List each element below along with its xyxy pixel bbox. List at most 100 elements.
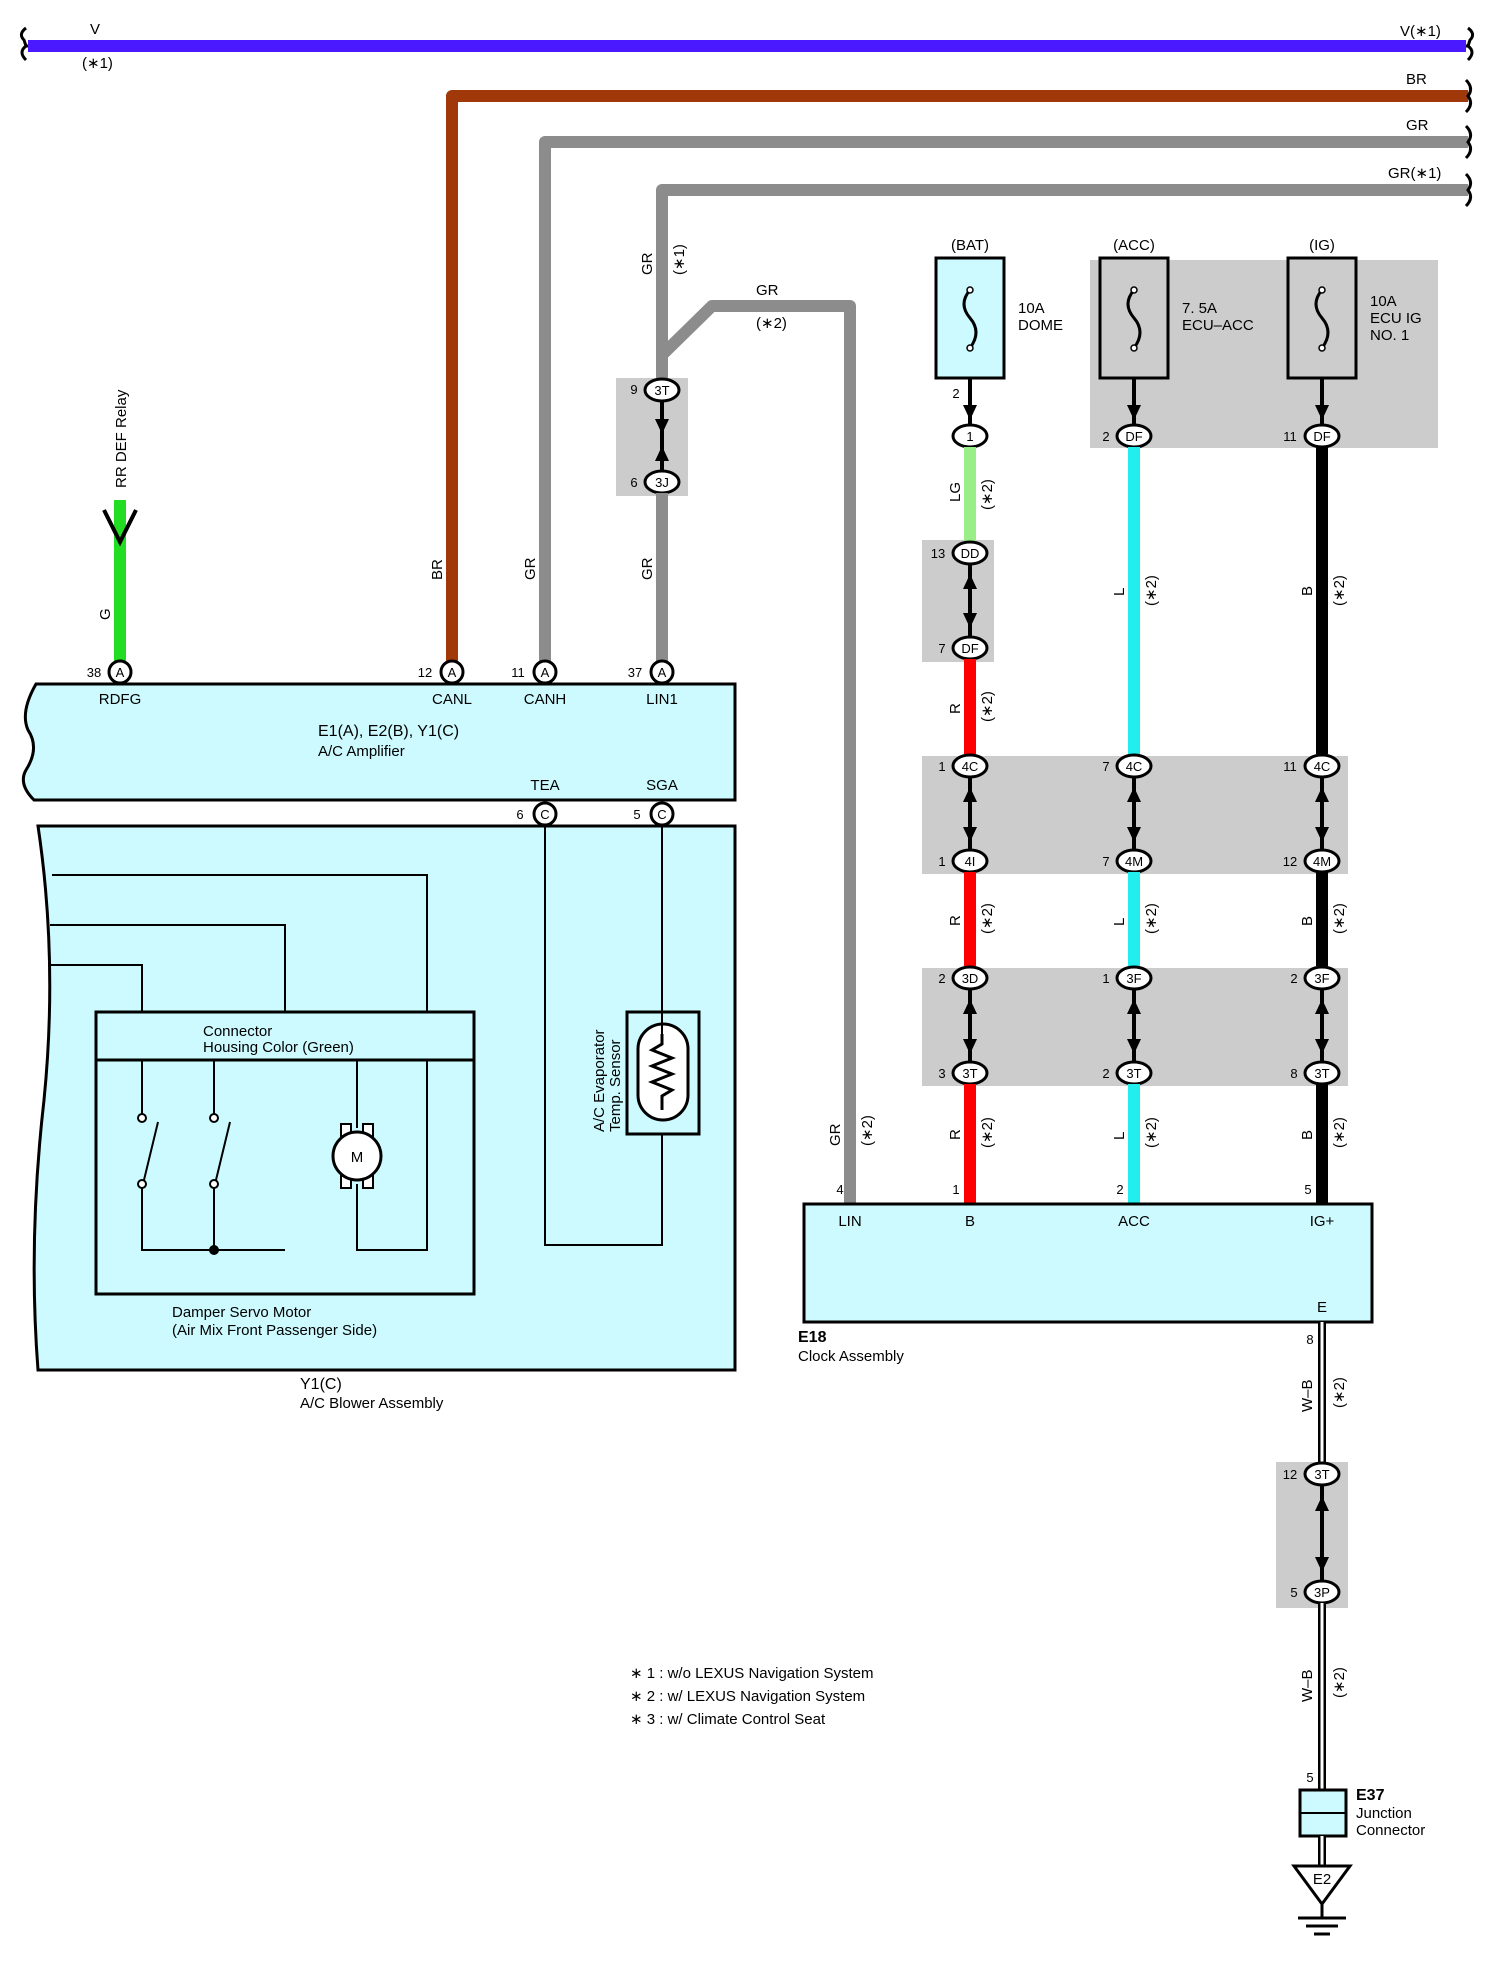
amp-name: A/C Amplifier [318,743,405,760]
label-lin-wire-top: GR [639,252,656,275]
amp-wire-br-label: BR [429,559,446,580]
svg-text:Connector: Connector [1356,1822,1425,1839]
blower-name: A/C Blower Assembly [300,1395,444,1412]
svg-text:5: 5 [1290,1585,1297,1600]
wire-gr-break [1464,124,1473,160]
svg-text:4: 4 [836,1182,843,1197]
amp-pin-rdfg: A 38 RDFG [87,659,142,708]
thermistor-icon [647,1034,677,1110]
svg-text:2: 2 [952,386,959,401]
svg-text:5: 5 [633,807,640,822]
label-v-left: V [90,21,100,38]
svg-text:(∗2): (∗2) [1143,575,1160,606]
label-br: BR [1406,71,1427,88]
svg-text:DF: DF [961,641,978,656]
svg-text:2: 2 [1116,1182,1123,1197]
fuse-acc: (ACC) 7. 5A ECU–ACC [1098,237,1254,380]
svg-text:7. 5A: 7. 5A [1182,300,1217,317]
svg-text:(∗2): (∗2) [1331,575,1348,606]
svg-text:(∗2): (∗2) [979,903,996,934]
svg-text:W–B: W–B [1299,1379,1316,1412]
svg-text:(∗2): (∗2) [1331,1377,1348,1408]
svg-text:12: 12 [418,665,432,680]
connector-label-2: Housing Color (Green) [203,1039,354,1056]
svg-text:ECU–ACC: ECU–ACC [1182,317,1254,334]
wire-gr-note [656,184,1468,390]
svg-text:6: 6 [630,475,637,490]
svg-text:3T: 3T [1126,1066,1141,1081]
label-g-wire: G [97,608,114,620]
svg-text:6: 6 [516,807,523,822]
svg-text:12: 12 [1283,1467,1297,1482]
sensor-label-1: A/C Evaporator [591,1029,608,1132]
svg-text:(∗2): (∗2) [1143,1117,1160,1148]
svg-text:DF: DF [1313,429,1330,444]
svg-text:ECU IG: ECU IG [1370,310,1422,327]
rr-def-relay: RR DEF Relay G [97,389,138,672]
svg-text:3P: 3P [1314,1585,1330,1600]
svg-text:A: A [116,665,125,680]
motor-symbol: M [351,1149,364,1166]
svg-text:7: 7 [938,641,945,656]
svg-text:SGA: SGA [646,777,678,794]
svg-text:B: B [1299,1130,1316,1140]
svg-text:3J: 3J [655,475,669,490]
svg-text:4M: 4M [1125,854,1143,869]
footnotes: ∗ 1 : w/o LEXUS Navigation System ∗ 2 : … [630,1665,874,1728]
svg-text:7: 7 [1102,759,1109,774]
svg-text:E18: E18 [798,1329,827,1346]
svg-text:C: C [657,807,666,822]
ac-blower-assembly: C 6 C 5 Connector Housing Color (Green) [32,801,737,1412]
svg-text:13: 13 [931,546,945,561]
connector-label-1: Connector [203,1023,272,1040]
svg-text:11: 11 [1283,429,1297,444]
svg-text:9: 9 [630,382,637,397]
svg-text:(∗2): (∗2) [979,479,996,510]
svg-text:10A: 10A [1370,293,1397,310]
svg-text:RDFG: RDFG [99,691,142,708]
svg-text:3F: 3F [1314,971,1329,986]
column-acc: DF 2 L (∗2) 4C 7 4M 7 L (∗2) 3F 1 3T 2 L… [1102,378,1160,1204]
sensor-label-2: Temp. Sensor [607,1039,624,1132]
top-wires: V (∗1) V(∗1) BR GR GR(∗1) [19,21,1475,672]
label-lin-wire-note: (∗2) [859,1115,876,1146]
svg-text:(∗2): (∗2) [1331,903,1348,934]
svg-text:(∗2): (∗2) [1331,1117,1348,1148]
label-rr-def: RR DEF Relay [113,389,130,488]
svg-text:CANH: CANH [524,691,567,708]
servo-label-1: Damper Servo Motor [172,1304,311,1321]
note-1: ∗ 1 : w/o LEXUS Navigation System [630,1665,874,1682]
svg-text:A: A [541,665,550,680]
amp-body [21,682,737,802]
svg-text:(ACC): (ACC) [1113,237,1155,254]
svg-text:B: B [965,1213,975,1230]
svg-text:8: 8 [1306,1332,1313,1347]
svg-text:(BAT): (BAT) [951,237,989,254]
svg-text:4I: 4I [965,854,976,869]
ground-path: 8 W–B (∗2) 3T 12 3P 5 W–B (∗2) 5 E37 Jun… [1276,1322,1425,1936]
svg-text:3: 3 [938,1066,945,1081]
svg-text:4C: 4C [962,759,979,774]
svg-text:A: A [448,665,457,680]
label-lin-wire: GR [827,1123,844,1146]
ac-amplifier: E1(A), E2(B), Y1(C) BR GR A 38 RDFG A 12… [21,557,737,802]
svg-text:8: 8 [1290,1066,1297,1081]
svg-text:E2: E2 [1313,1871,1331,1888]
svg-text:7: 7 [1102,854,1109,869]
wire-lin-branch [657,300,856,1204]
svg-text:3T: 3T [1314,1467,1329,1482]
svg-text:(∗2): (∗2) [979,1117,996,1148]
svg-text:Clock Assembly: Clock Assembly [798,1348,904,1365]
label-gr-note: GR(∗1) [1388,165,1441,182]
connector-3j: 3J [643,469,681,495]
svg-text:B: B [1299,586,1316,596]
svg-text:C: C [540,807,549,822]
amp-pin-canh: A 11 CANH [511,659,567,708]
column-ig: DF 11 B (∗2) 4C 11 4M 12 B (∗2) 3F 2 3T … [1283,378,1348,1204]
amp-wire-gr-label: GR [522,557,539,580]
ground-icon [1291,1864,1353,1907]
svg-text:IG+: IG+ [1310,1213,1335,1230]
label-lin-branch-note: (∗2) [756,315,787,332]
lin-branch: GR (∗1) GR (∗2) 3T 9 3J 6 GR GR (∗2) [616,244,876,1204]
svg-text:11: 11 [1283,759,1297,774]
